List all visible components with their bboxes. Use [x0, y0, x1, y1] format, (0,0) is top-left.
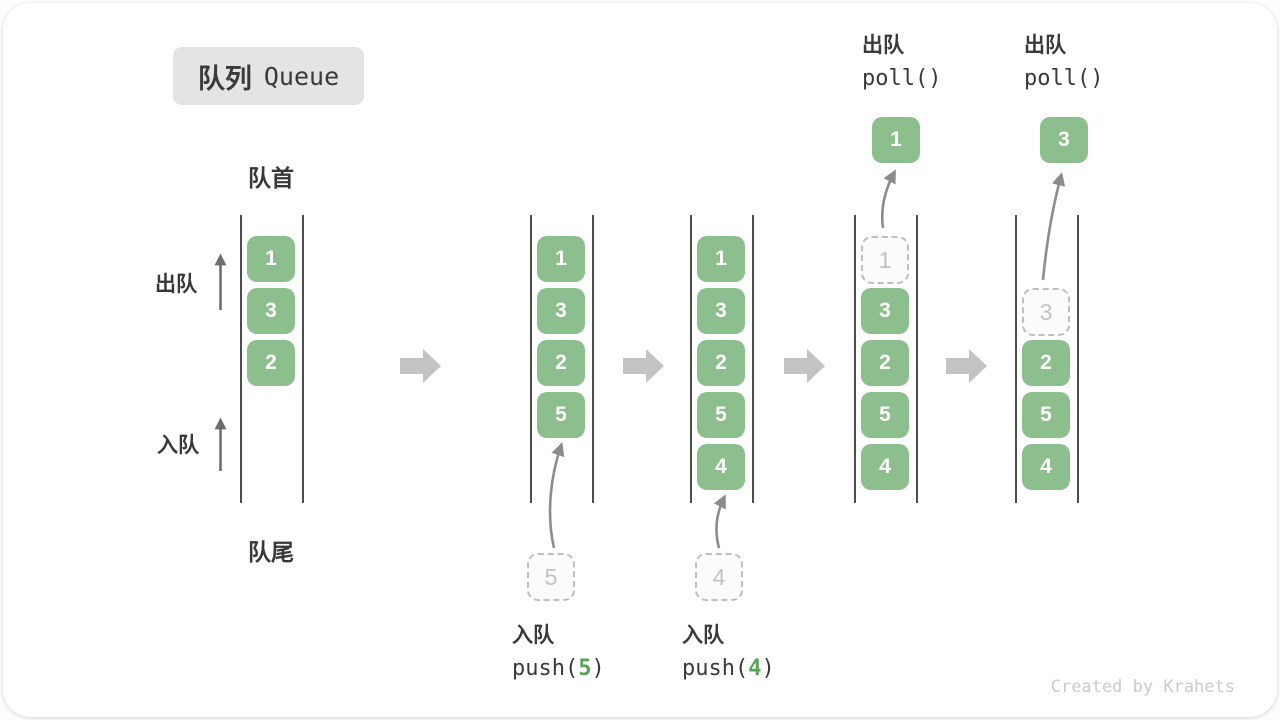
operation-code: poll() — [862, 66, 941, 91]
queue-wall-left — [854, 215, 856, 503]
operation-label: 入队 push(4) — [682, 619, 775, 681]
push4-flow-arrow-icon — [713, 494, 726, 549]
poll1-flow-arrow-icon — [880, 169, 896, 229]
step-arrow-icon — [784, 348, 826, 384]
dequeue-direction-label: 出队 — [155, 273, 197, 296]
operation-arg: 5 — [578, 656, 592, 681]
outgoing-item: 3 — [1040, 117, 1088, 163]
incoming-item: 4 — [695, 553, 743, 601]
queue-item: 2 — [247, 340, 295, 386]
queue-wall-right — [592, 215, 594, 503]
queue-item: 5 — [697, 392, 745, 438]
queue-wall-left — [1015, 215, 1017, 503]
queue-item: 3 — [247, 288, 295, 334]
operation-label-zh: 入队 — [682, 624, 724, 647]
queue-wall-left — [240, 215, 242, 503]
queue-item: 1 — [697, 236, 745, 282]
operation-code-text: ) — [761, 656, 775, 681]
operation-label: 出队 poll() — [1024, 29, 1103, 91]
queue-item: 4 — [1022, 444, 1070, 490]
operation-code-text: poll() — [862, 66, 942, 91]
queue-item-removed: 1 — [861, 236, 909, 284]
title-en: Queue — [263, 61, 340, 91]
queue-rear-label: 队尾 — [248, 539, 294, 565]
operation-code: poll() — [1024, 66, 1103, 91]
diagram-card: 队列 Queue 队首 队尾 出队 入队 — [3, 3, 1277, 717]
queue-item: 3 — [697, 288, 745, 334]
queue-item: 1 — [247, 236, 295, 282]
queue-item: 2 — [697, 340, 745, 386]
operation-label-zh: 入队 — [512, 624, 554, 647]
push5-flow-arrow-icon — [548, 442, 565, 549]
queue-wall-right — [916, 215, 918, 503]
poll3-flow-arrow-icon — [1041, 172, 1066, 281]
title-zh: 队列 — [197, 63, 252, 94]
queue-item: 5 — [1022, 392, 1070, 438]
title-badge: 队列 Queue — [173, 47, 364, 105]
enqueue-direction-label: 入队 — [157, 434, 199, 457]
queue-item: 3 — [861, 288, 909, 334]
queue-item: 5 — [861, 392, 909, 438]
outgoing-item: 1 — [872, 117, 920, 163]
queue-wall-left — [530, 215, 532, 503]
queue-item: 2 — [861, 340, 909, 386]
operation-code: push(5) — [512, 656, 605, 681]
queue-item: 1 — [537, 236, 585, 282]
queue-item: 2 — [1022, 340, 1070, 386]
queue-front-label: 队首 — [248, 165, 294, 191]
operation-code-text: push( — [682, 656, 749, 681]
operation-label-zh: 出队 — [862, 34, 904, 57]
operation-label: 入队 push(5) — [512, 619, 605, 681]
operation-code-text: ) — [591, 656, 605, 681]
queue-item: 5 — [537, 392, 585, 438]
incoming-item: 5 — [527, 553, 575, 601]
queue-item: 3 — [537, 288, 585, 334]
queue-wall-right — [302, 215, 304, 503]
queue-wall-right — [1077, 215, 1079, 503]
watermark: Created by Krahets — [1050, 677, 1235, 697]
operation-code-text: push( — [512, 656, 579, 681]
step-arrow-icon — [623, 348, 665, 384]
queue-wall-left — [690, 215, 692, 503]
queue-item: 4 — [861, 444, 909, 490]
queue-item-removed: 3 — [1022, 288, 1070, 336]
diagram-canvas: 队列 Queue 队首 队尾 出队 入队 — [3, 3, 1277, 717]
queue-wall-right — [752, 215, 754, 503]
queue-item: 2 — [537, 340, 585, 386]
operation-label: 出队 poll() — [862, 29, 941, 91]
operation-arg: 4 — [748, 656, 762, 681]
queue-item: 4 — [697, 444, 745, 490]
step-arrow-icon — [400, 348, 442, 384]
step-arrow-icon — [946, 348, 988, 384]
operation-label-zh: 出队 — [1024, 34, 1066, 57]
operation-code: push(4) — [682, 656, 775, 681]
operation-code-text: poll() — [1024, 66, 1104, 91]
